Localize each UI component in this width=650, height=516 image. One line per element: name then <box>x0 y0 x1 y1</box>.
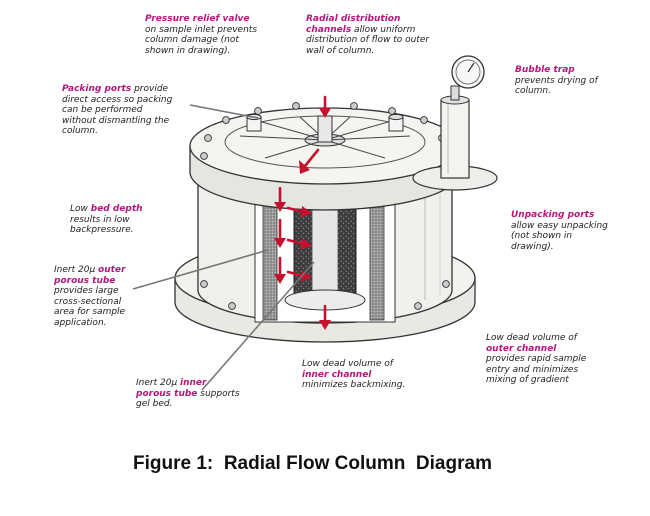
annotation-line: shown in drawing). <box>145 45 231 56</box>
annotation-low-bed-depth: Low bed depth results in low backpressur… <box>70 204 180 236</box>
annotation-line: minimizes backmixing. <box>302 380 406 390</box>
annotation-line: results in low <box>70 214 130 225</box>
annotation-keyword: outer channel <box>486 343 557 354</box>
annotation-text: supports <box>197 388 240 399</box>
annotation-packing-ports: Packing ports provide direct access so p… <box>62 84 197 137</box>
annotation-line: column. <box>62 126 98 136</box>
annotation-keyword: outer <box>98 265 126 275</box>
annotation-line: mixing of gradient <box>486 375 569 385</box>
annotation-line: (not shown in <box>511 231 573 241</box>
annotation-line: wall of column. <box>306 45 375 56</box>
annotation-keyword: Unpacking ports <box>511 210 595 220</box>
annotation-line: on sample inlet prevents <box>145 24 258 35</box>
annotation-line: distribution of flow to outer <box>306 35 430 45</box>
annotation-text: Inert 20μ <box>54 265 99 275</box>
annotation-line: entry and minimizes <box>486 364 579 375</box>
annotation-bubble-trap: Bubble trap prevents drying of column. <box>515 65 635 97</box>
annotation-text: allow uniform <box>351 24 416 35</box>
annotation-outer-porous-tube: Inert 20μ outer porous tube provides lar… <box>54 265 164 328</box>
annotation-text: Inert 20μ <box>136 378 181 388</box>
annotation-outer-channel: Low dead volume of outer channel provide… <box>486 333 626 386</box>
annotation-keyword: inner <box>180 378 207 388</box>
annotation-text: provide <box>131 84 169 94</box>
annotation-keyword: bed depth <box>90 204 143 214</box>
annotation-keyword: porous tube <box>54 275 116 286</box>
annotation-inner-porous-tube: Inert 20μ inner porous tube supports gel… <box>136 378 276 410</box>
annotation-line: area for sample <box>54 307 126 317</box>
annotation-text: Low <box>70 204 91 214</box>
sample-inlet <box>317 115 333 143</box>
annotation-line: allow easy unpacking <box>511 220 608 231</box>
annotation-line: can be performed <box>62 105 143 115</box>
annotation-pressure-relief-valve: Pressure relief valve on sample inlet pr… <box>145 14 295 56</box>
annotation-line: gel bed. <box>136 399 173 409</box>
radial-distribution-channels <box>239 116 411 159</box>
annotation-line: provides large <box>54 286 119 296</box>
leader-lines <box>132 104 315 391</box>
bubble-trap <box>412 55 498 191</box>
annotation-inner-channel: Low dead volume of inner channel minimiz… <box>302 359 432 391</box>
annotation-line: cross-sectional <box>54 296 122 307</box>
annotation-line: column damage (not <box>145 35 239 45</box>
annotation-line: direct access so packing <box>62 94 173 105</box>
annotation-keyword: inner channel <box>302 369 372 380</box>
annotation-line: provides rapid sample <box>486 354 587 364</box>
annotation-unpacking-ports: Unpacking ports allow easy unpacking (no… <box>511 210 631 252</box>
annotation-keyword: Packing ports <box>62 84 132 94</box>
annotation-line: backpressure. <box>70 225 134 235</box>
annotation-keyword: porous tube <box>136 388 198 399</box>
annotation-line: Low dead volume of <box>486 333 577 343</box>
annotation-line: Low dead volume of <box>302 359 393 369</box>
annotation-keyword: Radial distribution <box>306 14 401 24</box>
annotation-keyword: Pressure relief valve <box>145 14 250 24</box>
annotation-line: drawing). <box>511 241 554 252</box>
annotation-line: column. <box>515 86 551 96</box>
packing-ports <box>246 113 404 132</box>
flow-arrows <box>274 95 331 330</box>
annotation-line: prevents drying of <box>515 75 598 86</box>
annotation-radial-distribution-channels: Radial distribution channels allow unifo… <box>306 14 456 56</box>
annotation-keyword: Bubble trap <box>515 65 575 75</box>
figure-caption: Figure 1: Radial Flow Column Diagram <box>133 453 492 474</box>
annotation-keyword: channels <box>306 24 352 35</box>
annotation-line: application. <box>54 317 107 328</box>
annotation-line: without dismantling the <box>62 115 170 126</box>
